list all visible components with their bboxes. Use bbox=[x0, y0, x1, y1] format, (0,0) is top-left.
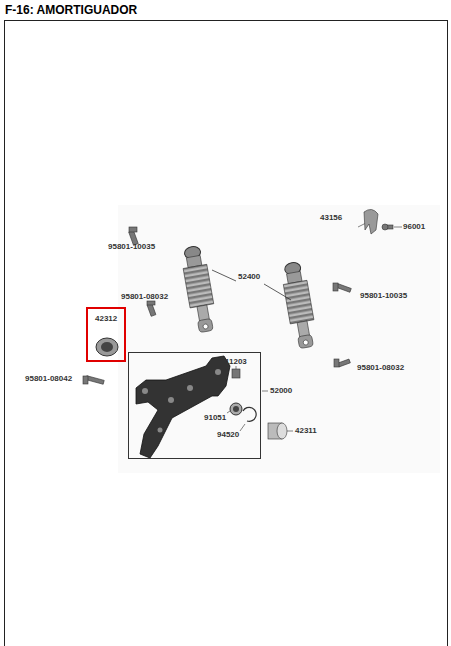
callout-number: 95801-08042 bbox=[25, 374, 72, 384]
callout-number: 42312 bbox=[95, 314, 117, 324]
callout-number: 91051 bbox=[204, 413, 226, 423]
callout-number: 95801-10035 bbox=[108, 242, 155, 252]
callout-number: 95801-10035 bbox=[360, 291, 407, 301]
callout-number: 52400 bbox=[238, 272, 260, 282]
callout-number: 94520 bbox=[217, 430, 239, 440]
diagram-title: F-16: AMORTIGUADOR bbox=[5, 3, 137, 17]
callout-number: 95801-08032 bbox=[357, 363, 404, 373]
callout-number: 42311 bbox=[295, 426, 317, 436]
highlight-box: 42312 bbox=[86, 307, 126, 362]
callout-number: 11203 bbox=[225, 357, 247, 367]
group-box: 11203 91051 94520 bbox=[128, 352, 261, 459]
callout-number: 52000 bbox=[270, 386, 292, 396]
callout-number: 43156 bbox=[320, 213, 342, 223]
callout-number: 96001 bbox=[403, 222, 425, 232]
callout-number: 95801-08032 bbox=[121, 292, 168, 302]
